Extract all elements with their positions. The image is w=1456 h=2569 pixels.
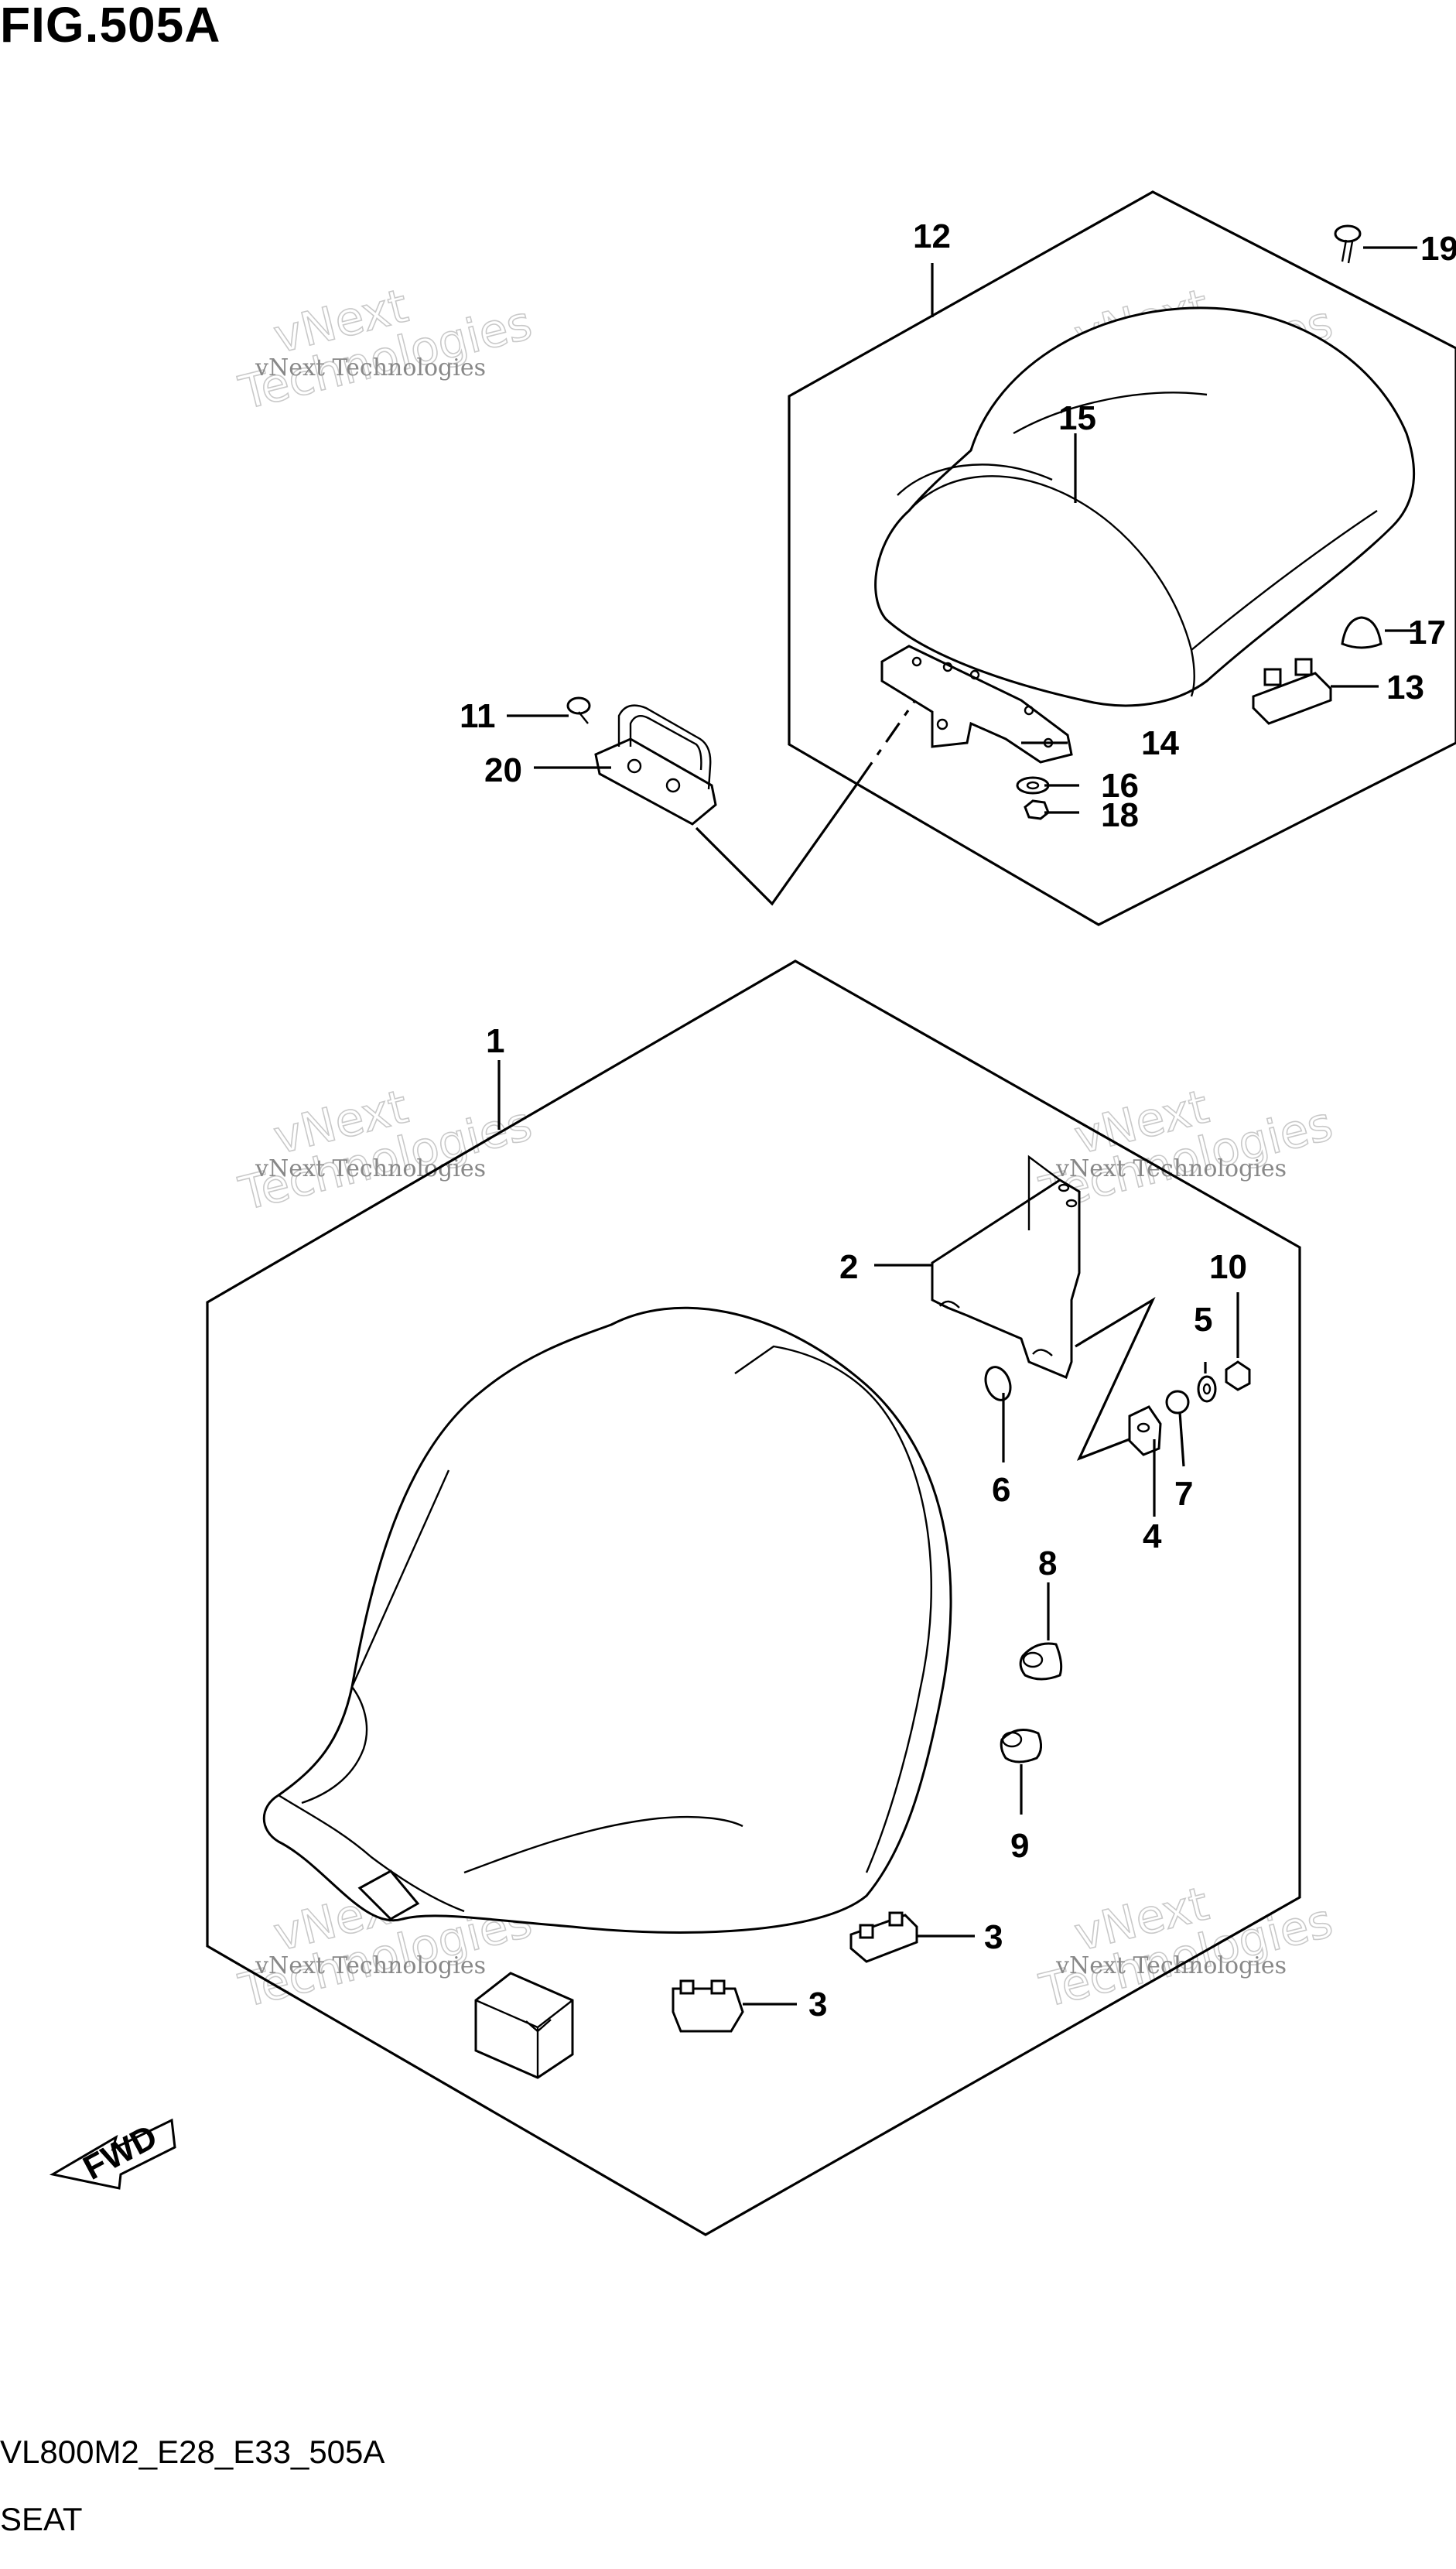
callout-labels: 12 15 19 17 13 14 16 18 11 20 1 2 6 4 7 … xyxy=(460,217,1456,2023)
washer-16 xyxy=(1016,776,1050,795)
callout-3b: 3 xyxy=(808,1986,827,2023)
callout-20: 20 xyxy=(484,751,522,789)
seat-tab xyxy=(357,1869,420,1921)
leader-handle xyxy=(695,781,860,906)
seat-group-outline xyxy=(206,960,1301,2236)
callout-16: 16 xyxy=(1101,767,1139,805)
callout-10: 10 xyxy=(1209,1248,1247,1286)
nut-10 xyxy=(1225,1360,1251,1391)
callout-8: 8 xyxy=(1038,1544,1057,1582)
seat-bracket xyxy=(931,1155,1081,1379)
damper-13 xyxy=(1252,658,1332,725)
callout-6: 6 xyxy=(992,1471,1010,1509)
screw-19 xyxy=(1334,224,1362,264)
damper-3b xyxy=(672,1979,744,2033)
callout-13: 13 xyxy=(1386,669,1424,706)
rear-seat-cover xyxy=(874,306,1416,707)
svg-text:vNext Technologies: vNext Technologies xyxy=(255,354,486,381)
callout-5: 5 xyxy=(1194,1301,1212,1339)
washer-6 xyxy=(984,1366,1012,1401)
callout-7: 7 xyxy=(1174,1475,1193,1513)
document-holder xyxy=(474,1972,574,2079)
front-seat xyxy=(262,1306,952,1934)
cushion-17 xyxy=(1341,616,1383,649)
collar-7 xyxy=(1165,1390,1190,1414)
callout-2: 2 xyxy=(839,1248,858,1286)
callout-9: 9 xyxy=(1010,1827,1029,1865)
rear-seat-group-outline xyxy=(788,190,1456,926)
grab-handle xyxy=(594,704,717,826)
bolt-11 xyxy=(566,696,591,724)
fwd-arrow-icon: FWD xyxy=(49,2118,176,2190)
damper-3a xyxy=(849,1911,918,1963)
rubber-4 xyxy=(1128,1405,1162,1456)
svg-text:vNext Technologies: vNext Technologies xyxy=(1055,1952,1287,1979)
nut-18 xyxy=(1024,799,1050,820)
svg-text:vNext Technologies: vNext Technologies xyxy=(1055,1155,1287,1182)
callout-15: 15 xyxy=(1058,399,1096,437)
callout-4: 4 xyxy=(1143,1517,1162,1555)
callout-18: 18 xyxy=(1101,796,1139,834)
callout-14: 14 xyxy=(1141,724,1179,762)
watermark-6: vNext Technologies vNext Technologies xyxy=(1034,1876,1338,2020)
callout-3a: 3 xyxy=(984,1918,1003,1956)
svg-text:vNext Technologies: vNext Technologies xyxy=(255,1952,486,1979)
svg-text:vNext Technologies: vNext Technologies xyxy=(255,1155,486,1182)
callout-19: 19 xyxy=(1420,230,1456,268)
figure-title: FIG.505A xyxy=(0,0,221,53)
figure-name: SEAT xyxy=(0,2501,83,2537)
leader-bracket xyxy=(1075,1296,1156,1461)
figure-code: VL800M2_E28_E33_505A xyxy=(0,2434,385,2470)
washer-5 xyxy=(1197,1375,1217,1403)
callout-1: 1 xyxy=(486,1022,504,1060)
cushion-8 xyxy=(1019,1642,1063,1681)
watermark-1: vNext Technologies vNext Technologies xyxy=(234,279,538,422)
callout-12: 12 xyxy=(913,217,951,255)
callout-17: 17 xyxy=(1408,614,1446,652)
callout-11: 11 xyxy=(460,697,496,735)
cushion-9 xyxy=(1000,1729,1042,1763)
watermark-3: vNext Technologies vNext Technologies xyxy=(234,1079,538,1223)
leader-lines xyxy=(497,246,1417,2006)
